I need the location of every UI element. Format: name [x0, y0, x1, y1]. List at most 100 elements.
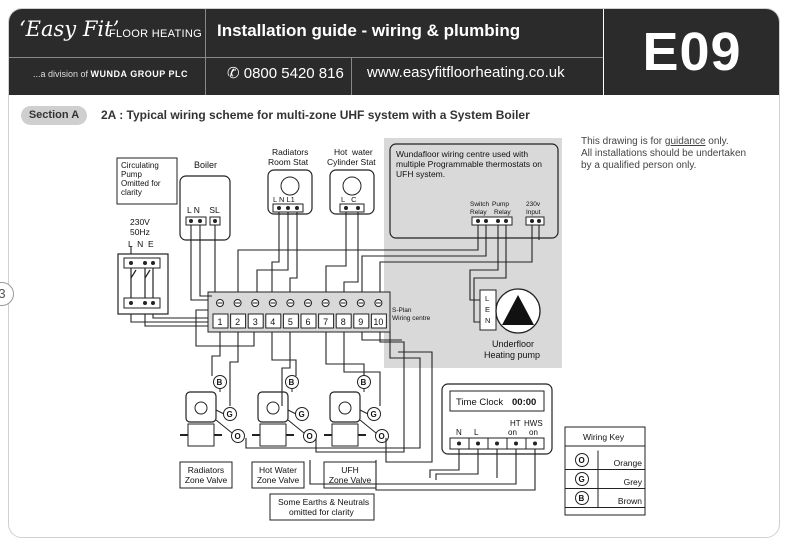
section-pill: Section A	[21, 106, 87, 125]
supply-bottom-terminals	[123, 297, 161, 309]
guidance-note: This drawing is for guidance only. All i…	[581, 136, 771, 172]
zone-valve-label-box	[251, 461, 305, 489]
valve-motor-icon	[194, 401, 208, 415]
section-title: 2A : Typical wiring scheme for multi-zon…	[101, 108, 530, 122]
header-divider	[9, 57, 205, 58]
header-bar: ‘Easy Fit’ FLOOR HEATING Installation gu…	[9, 9, 603, 95]
wc-terminal	[282, 313, 299, 329]
zone-valve-body-icon	[331, 423, 359, 447]
wc-terminal	[335, 313, 352, 329]
pump-note-box	[116, 157, 178, 205]
guidance-word: guidance	[664, 136, 706, 147]
wunda-line1: Wundafloor wiring centre used with	[396, 149, 528, 159]
key-marker-icon	[575, 472, 589, 486]
switch-relay-label-1: Switch	[470, 201, 490, 208]
key-marker-icon	[575, 491, 589, 505]
pump-note-1: Circulating	[121, 161, 159, 170]
room-stat-label2: Room Stat	[268, 157, 309, 167]
valve-motor-icon	[338, 401, 352, 415]
key-colour-name: Orange	[614, 458, 643, 468]
pump-term-e: E	[485, 305, 490, 314]
time-clock-l: L	[474, 428, 479, 437]
zone-valve-body-icon	[187, 423, 215, 447]
guide-code: E09	[603, 9, 779, 95]
zone-valve-label1: Hot Water	[259, 465, 297, 475]
room-stat-label1: Radiators	[272, 147, 308, 157]
key-marker-icon	[575, 453, 589, 467]
wc-terminal	[353, 313, 370, 329]
zone-valve-label-box	[179, 461, 233, 489]
website-link[interactable]: www.easyfitfloorheating.co.uk	[367, 64, 565, 81]
orange-wire-marker	[231, 429, 245, 443]
supply-top-terminals	[123, 257, 161, 269]
wunda-line3: UFH system.	[396, 169, 445, 179]
wire-letter: O	[307, 432, 313, 441]
header-divider	[205, 9, 206, 95]
wire-letter: B	[217, 378, 223, 387]
wc-terminal-number: 6	[306, 317, 311, 327]
relay-terminal-block	[471, 216, 513, 226]
time-clock-display	[449, 390, 545, 412]
key-colour-name: Brown	[618, 496, 642, 506]
header-divider	[351, 57, 352, 95]
pump-label2: Heating pump	[484, 350, 540, 360]
wiring-centre-label2: Wiring centre	[392, 315, 431, 322]
wire-letter: O	[379, 432, 385, 441]
orange-wire-marker	[303, 429, 317, 443]
zone-valve-label1: UFH	[341, 465, 358, 475]
wc-terminal-number: 2	[235, 317, 240, 327]
zone-valve-body-icon	[259, 423, 287, 447]
pump-term-n: N	[485, 316, 490, 325]
brand-block: ‘Easy Fit’ FLOOR HEATING	[9, 9, 206, 58]
guidance-line3: by a qualified person only.	[581, 160, 697, 171]
page-title: Installation guide - wiring & plumbing	[217, 21, 521, 40]
guidance-line2: All installations should be undertaken	[581, 148, 747, 159]
boiler-terminal-block	[185, 216, 207, 226]
zone-valve-label2: Zone Valve	[185, 475, 228, 485]
wires	[130, 212, 540, 491]
wire-letter: O	[235, 432, 241, 441]
wire-letter: B	[289, 378, 295, 387]
zone-valve-label2: Zone Valve	[257, 475, 300, 485]
wc-terminal-number: 3	[253, 317, 258, 327]
division-company: WUNDA GROUP PLC	[90, 69, 189, 79]
wc-terminal	[370, 313, 387, 329]
pump-term-l: L	[485, 294, 489, 303]
wc-terminal-number: 10	[373, 317, 383, 327]
supply-terminals: L N E	[128, 239, 154, 249]
wc-terminal	[212, 313, 229, 329]
input-label-1: 230v	[526, 201, 541, 208]
cyl-stat-label2: Cylinder Stat	[327, 157, 376, 167]
wc-terminal-number: 5	[288, 317, 293, 327]
pump-note-2: Pump	[121, 170, 142, 179]
wc-terminal-number: 8	[341, 317, 346, 327]
wc-terminal-number: 7	[323, 317, 328, 327]
key-letter: G	[579, 475, 585, 484]
key-letter: O	[579, 456, 585, 465]
brand-floor-heating: FLOOR HEATING	[109, 28, 202, 40]
key-letter: B	[579, 494, 585, 503]
pump-triangle-icon	[502, 295, 534, 325]
wc-terminal	[247, 313, 264, 329]
wunda-centre-box	[389, 143, 559, 239]
time-clock-on-2: on	[529, 428, 538, 437]
cyl-stat-label1: Hot water	[334, 147, 373, 157]
guidance-prefix: This drawing is for	[581, 136, 665, 147]
wc-terminal	[318, 313, 335, 329]
wc-terminal-number: 9	[358, 317, 363, 327]
key-colour-name: Grey	[624, 477, 643, 487]
wiring-key-title: Wiring Key	[583, 432, 625, 442]
guidance-suffix: only.	[705, 136, 729, 147]
switch-relay-label-2: Relay	[470, 209, 487, 216]
pump-label1: Underfloor	[492, 339, 534, 349]
wire-letter: G	[227, 410, 233, 419]
supply-freq: 50Hz	[130, 227, 150, 237]
wire-letter: B	[361, 378, 367, 387]
wc-terminal-number: 1	[218, 317, 223, 327]
pump-relay-label-2: Relay	[494, 209, 511, 216]
valve-motor-icon	[266, 401, 280, 415]
zone-valve-label1: Radiators	[188, 465, 224, 475]
